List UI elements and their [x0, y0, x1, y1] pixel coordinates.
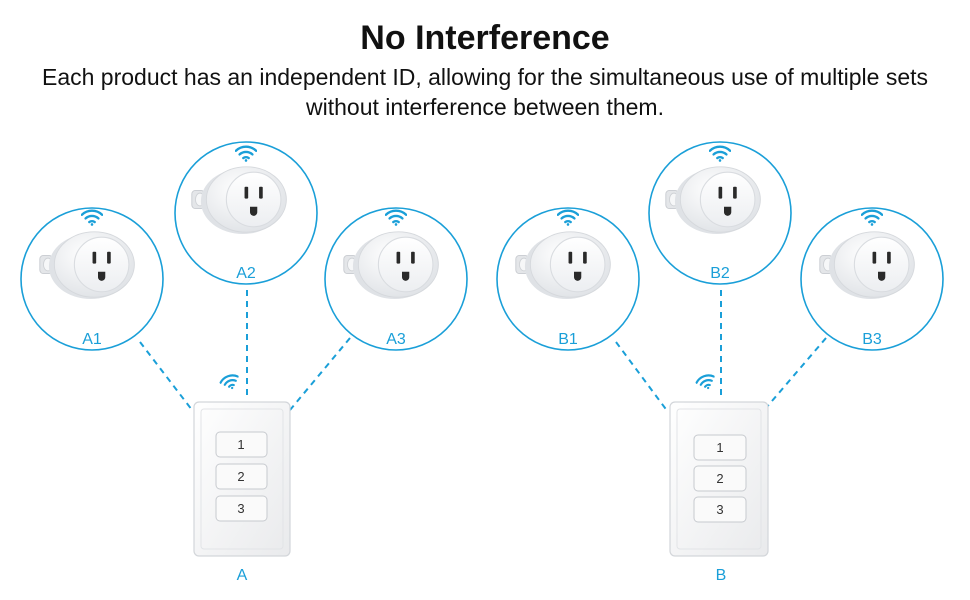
- link-a3: [289, 337, 351, 411]
- plug-label: A3: [386, 331, 406, 348]
- remote-bezel: [200, 408, 284, 550]
- group-a: A1 A2 A3 1 2 3 A: [20, 141, 468, 584]
- remote-key-label: 1: [716, 440, 723, 455]
- group-b: B1 B2 B3 1 2 3 B: [496, 141, 944, 584]
- page-title: No Interference: [360, 19, 610, 57]
- remote-bezel: [676, 408, 762, 550]
- plug-label: A1: [82, 331, 102, 348]
- remote-label: A: [237, 567, 248, 584]
- remote-b: 1 2 3 B: [669, 371, 769, 584]
- plug-label: B1: [558, 331, 578, 348]
- remote-a: 1 2 3 A: [193, 371, 291, 584]
- plug-b3: B3: [800, 207, 944, 351]
- remote-key-2[interactable]: [215, 463, 268, 490]
- remote-key-3[interactable]: [215, 495, 268, 522]
- plug-label: A2: [236, 265, 256, 282]
- remote-key-3[interactable]: [693, 496, 747, 523]
- plug-a3: A3: [324, 207, 468, 351]
- link-a1: [139, 341, 193, 411]
- remote-key-label: 1: [237, 437, 244, 452]
- remote-key-2[interactable]: [693, 465, 747, 492]
- remote-key-label: 2: [716, 471, 723, 486]
- plug-a1: A1: [20, 207, 164, 351]
- plug-b2: B2: [648, 141, 792, 285]
- plug-b1: B1: [496, 207, 640, 351]
- plug-a2: A2: [174, 141, 318, 285]
- wifi-icon: [694, 371, 719, 393]
- page-subtitle: Each product has an independent ID, allo…: [41, 64, 929, 120]
- remote-key-label: 3: [237, 501, 244, 516]
- link-b1: [615, 341, 669, 413]
- remote-key-1[interactable]: [215, 431, 268, 458]
- link-b3: [765, 337, 827, 409]
- plug-label: B2: [710, 265, 730, 282]
- plug-label: B3: [862, 331, 882, 348]
- remote-key-label: 3: [716, 502, 723, 517]
- wifi-icon: [218, 371, 243, 393]
- remote-key-1[interactable]: [693, 434, 747, 461]
- remote-label: B: [716, 567, 727, 584]
- remote-key-label: 2: [237, 469, 244, 484]
